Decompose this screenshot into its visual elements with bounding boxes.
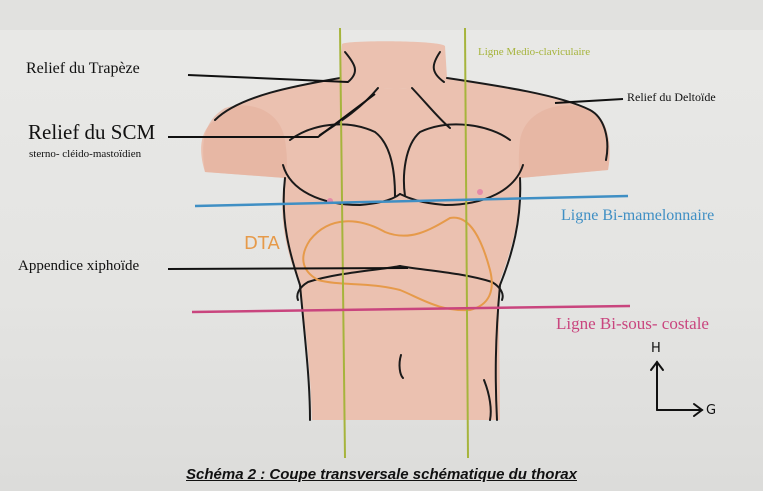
label-trapeze: Relief du Trapèze xyxy=(26,60,140,78)
label-axis-g: G xyxy=(706,403,716,418)
torso-silhouette xyxy=(201,41,610,420)
label-bi-mamelonnaire: Ligne Bi-mamelonnaire xyxy=(561,207,714,225)
top-shadow xyxy=(0,0,763,30)
orientation-axes xyxy=(651,362,702,416)
neck-shape xyxy=(340,41,447,88)
figure-caption: Schéma 2 : Coupe transversale schématiqu… xyxy=(0,466,763,483)
label-medio-claviculaire: Ligne Medio-claviculaire xyxy=(478,46,590,58)
label-bi-sous-costale: Ligne Bi-sous- costale xyxy=(556,314,709,334)
label-scm-subtitle: sterno- cléido-mastoïdien xyxy=(29,148,141,160)
label-axis-h: H xyxy=(651,341,661,356)
xiphoide-leader xyxy=(168,268,408,269)
label-xiphoide: Appendice xiphoïde xyxy=(18,258,139,275)
label-dta: DTA xyxy=(244,233,280,254)
right-nipple xyxy=(477,189,483,195)
label-deltoide: Relief du Deltoïde xyxy=(627,90,716,105)
label-scm: Relief du SCM xyxy=(28,120,155,145)
trapeze-leader xyxy=(188,75,348,82)
